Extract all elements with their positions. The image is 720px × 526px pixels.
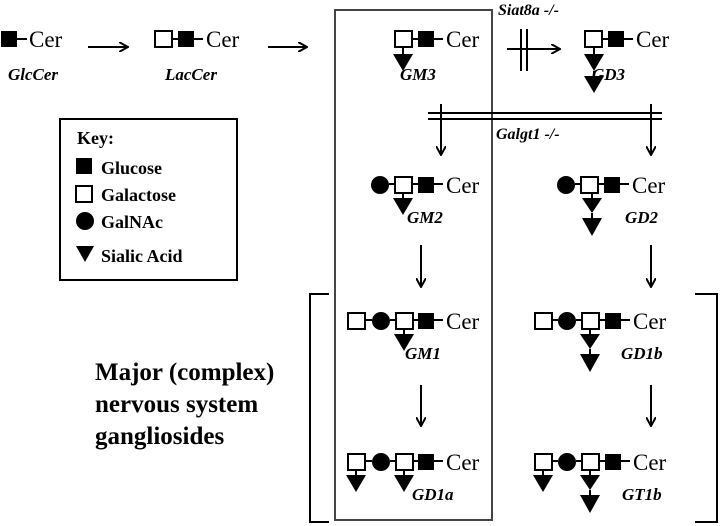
sialic-acid-triangle-icon [584, 54, 604, 71]
gm2-structure: Cer [371, 173, 480, 215]
sialic-acid-triangle-icon [584, 76, 604, 93]
cer-label: Cer [446, 450, 480, 475]
gm1-structure: Cer [347, 309, 480, 351]
galnac-circle-icon [372, 312, 390, 330]
major-label-line1: Major (complex) [95, 359, 274, 386]
gm1-label: GM1 [405, 344, 441, 363]
sialic-acid-triangle-icon [393, 54, 413, 71]
glucose-square-icon [608, 31, 624, 47]
key-galnac-label: GalNAc [101, 212, 163, 232]
glucose-square-icon [178, 31, 194, 47]
glucose-square-icon [418, 454, 434, 470]
key-title: Key: [77, 128, 114, 148]
galnac-circle-icon [76, 212, 94, 230]
galnac-circle-icon [557, 176, 575, 194]
cer-label: Cer [632, 173, 666, 198]
gm2-label: GM2 [407, 208, 443, 227]
cer-label: Cer [29, 27, 63, 52]
sialic-acid-triangle-icon [393, 198, 413, 215]
glucose-square-icon [418, 313, 434, 329]
cer-label: Cer [633, 309, 667, 334]
major-label-line3: gangliosides [95, 423, 224, 450]
laccer-label: LacCer [164, 65, 217, 84]
sialic-acid-triangle-icon [580, 495, 600, 513]
sialic-acid-triangle-icon [533, 475, 553, 492]
key-glucose-label: Glucose [101, 158, 162, 178]
galactose-square-icon [395, 453, 414, 471]
galactose-square-icon [75, 185, 93, 203]
sialic-acid-triangle-icon [582, 218, 602, 236]
gt1b-structure: Cer [533, 450, 667, 513]
glucose-square-icon [418, 31, 434, 47]
gd3-label: GD3 [592, 65, 626, 84]
sialic-acid-triangle-icon [582, 198, 602, 213]
gd2-label: GD2 [625, 208, 659, 227]
cer-label: Cer [446, 173, 480, 198]
cer-label: Cer [446, 27, 480, 52]
galnac-circle-icon [558, 453, 576, 471]
galactose-square-icon [347, 312, 366, 330]
galactose-square-icon [581, 312, 600, 330]
key-sialic-acid-label: Sialic Acid [101, 246, 183, 266]
gd1a-structure: Cer [346, 450, 480, 492]
sialic-acid-triangle-icon [346, 475, 366, 492]
glucose-square-icon [76, 158, 92, 174]
gd1b-label: GD1b [621, 344, 663, 363]
galnac-circle-icon [371, 176, 389, 194]
gd3-structure: Cer [584, 27, 670, 93]
galactose-square-icon [154, 30, 173, 48]
gt1b-label: GT1b [622, 485, 662, 504]
sialic-acid-triangle-icon [580, 475, 600, 490]
galactose-square-icon [394, 30, 413, 48]
major-label-line2: nervous system [95, 391, 258, 418]
glccer-label: GlcCer [8, 65, 58, 84]
galgt1-knockout-label: Galgt1 -/- [496, 126, 560, 143]
galactose-square-icon [395, 312, 414, 330]
galactose-square-icon [584, 30, 603, 48]
galnac-circle-icon [558, 312, 576, 330]
gm3-label: GM3 [400, 65, 436, 84]
galactose-square-icon [581, 453, 600, 471]
glccer-structure: Cer [1, 27, 63, 52]
galactose-square-icon [394, 176, 413, 194]
gd2-structure: Cer [557, 173, 666, 236]
sialic-acid-triangle-icon [580, 354, 600, 372]
laccer-structure: Cer [154, 27, 240, 52]
galactose-square-icon [580, 176, 599, 194]
galactose-square-icon [534, 453, 553, 471]
gm3-structure: Cer [393, 27, 480, 71]
cer-label: Cer [206, 27, 240, 52]
glucose-square-icon [1, 31, 17, 47]
cer-label: Cer [446, 309, 480, 334]
right-bracket [695, 293, 718, 523]
gd1b-structure: Cer [534, 309, 667, 372]
glucose-square-icon [604, 177, 620, 193]
glucose-square-icon [418, 177, 434, 193]
key-galactose-label: Galactose [101, 185, 176, 205]
galnac-circle-icon [372, 453, 390, 471]
cer-label: Cer [633, 450, 667, 475]
key-legend-box [59, 118, 238, 281]
gm-series-box [334, 9, 493, 521]
galactose-square-icon [534, 312, 553, 330]
sialic-acid-triangle-icon [394, 475, 414, 492]
sialic-acid-triangle-icon [394, 334, 414, 351]
sialic-acid-triangle-icon [580, 334, 600, 349]
cer-label: Cer [636, 27, 670, 52]
siat8a-knockout-label: Siat8a -/- [498, 2, 559, 19]
galactose-square-icon [347, 453, 366, 471]
left-bracket [309, 293, 329, 523]
glucose-square-icon [605, 454, 621, 470]
sialic-acid-triangle-icon [76, 246, 94, 262]
glucose-square-icon [605, 313, 621, 329]
gd1a-label: GD1a [412, 485, 454, 504]
